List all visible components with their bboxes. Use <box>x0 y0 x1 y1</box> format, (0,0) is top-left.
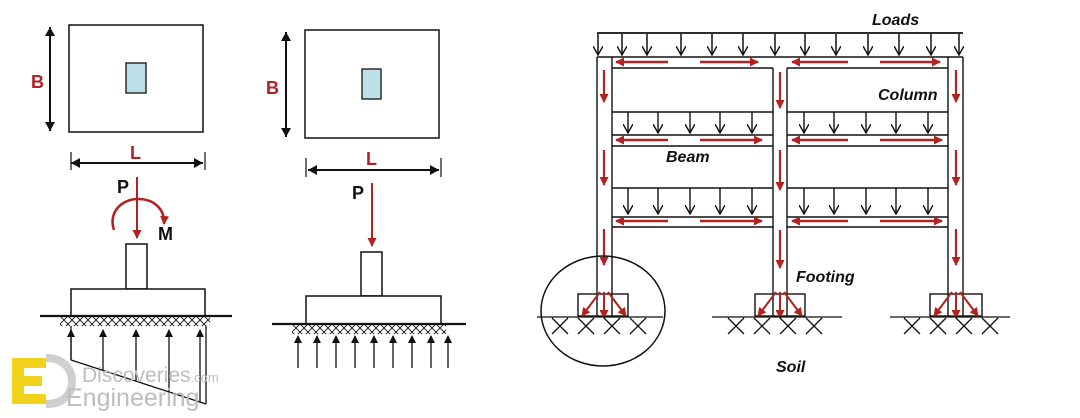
frame-load-path: Loads Column Beam Footing Soil <box>537 12 1010 376</box>
footing-b-column <box>360 251 383 297</box>
footing-a-column <box>125 243 148 290</box>
loads-label: Loads <box>872 12 919 29</box>
footing-b-load-p: P <box>352 183 364 203</box>
logo-icon <box>12 354 77 408</box>
floor-loads-2 <box>628 188 928 214</box>
footing-b-dim-l: L <box>366 149 377 169</box>
footing-b-soil-pressure <box>294 335 452 368</box>
column-flow-arrows <box>599 70 961 269</box>
footing-a-base <box>70 288 206 317</box>
footing-a-column-plan <box>125 62 147 94</box>
footing-a-moment-m: M <box>158 224 173 244</box>
frame-soil <box>537 316 1010 335</box>
roof-loads <box>598 34 959 55</box>
footing-a-soil-pressure <box>67 326 207 405</box>
watermark-site: Discoveries.com <box>82 364 219 387</box>
watermark-brand: Engineering <box>66 384 199 412</box>
footing-a: B L P M <box>31 24 232 405</box>
footing-a-soil <box>60 317 210 326</box>
footing-a-dim-l: L <box>130 143 141 163</box>
footing-a-dim-b: B <box>31 72 44 92</box>
footing-b: B L P <box>266 29 466 368</box>
footing-a-load-p: P <box>117 177 129 197</box>
footing-b-dim-b: B <box>266 78 279 98</box>
beam-label: Beam <box>666 149 710 166</box>
soil-label: Soil <box>776 359 806 376</box>
detail-circle <box>540 255 666 367</box>
footing-b-soil <box>292 325 446 334</box>
column-label: Column <box>878 87 938 104</box>
footing-b-column-plan <box>361 68 382 100</box>
watermark: Discoveries.com Engineering <box>12 354 219 412</box>
floor-loads-1 <box>628 112 928 133</box>
beam-flow-arrows <box>615 57 943 226</box>
soil-spread-arrows <box>581 291 979 319</box>
footing-label: Footing <box>796 269 855 286</box>
footing-b-base <box>305 295 442 325</box>
footing-a-moment-arrow <box>111 197 170 231</box>
